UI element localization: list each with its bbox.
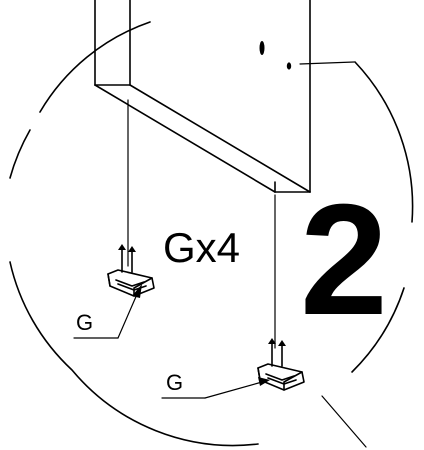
- cabinet-bottom-front-edge: [94, 84, 276, 193]
- part-label-right: G: [161, 370, 270, 399]
- quantity-label: Gx4: [163, 224, 240, 271]
- cabinet-bottom-back-edge: [129, 84, 311, 193]
- detail-arc-top-left: [39, 21, 151, 113]
- clip-bracket-icon: [107, 244, 155, 297]
- detail-arc-bottom-left: [9, 261, 259, 447]
- detail-arc-right-upper: [354, 61, 414, 223]
- step-number: 2: [300, 172, 388, 348]
- part-label-left: G: [73, 284, 142, 339]
- cabinet-body: [94, 0, 311, 193]
- detail-arc-left-short: [9, 129, 31, 179]
- part-label-left-text: G: [76, 310, 93, 335]
- detail-arc-right-lower: [351, 287, 405, 373]
- part-label-right-text: G: [166, 370, 183, 395]
- mounting-hole-slot: [259, 41, 265, 55]
- callout-leader-top: [299, 61, 355, 65]
- mounting-hole-round: [286, 62, 292, 70]
- callout-leader-bottom: [321, 395, 367, 448]
- detail-circle: [9, 21, 414, 447]
- clip-bracket-icon: [257, 338, 305, 391]
